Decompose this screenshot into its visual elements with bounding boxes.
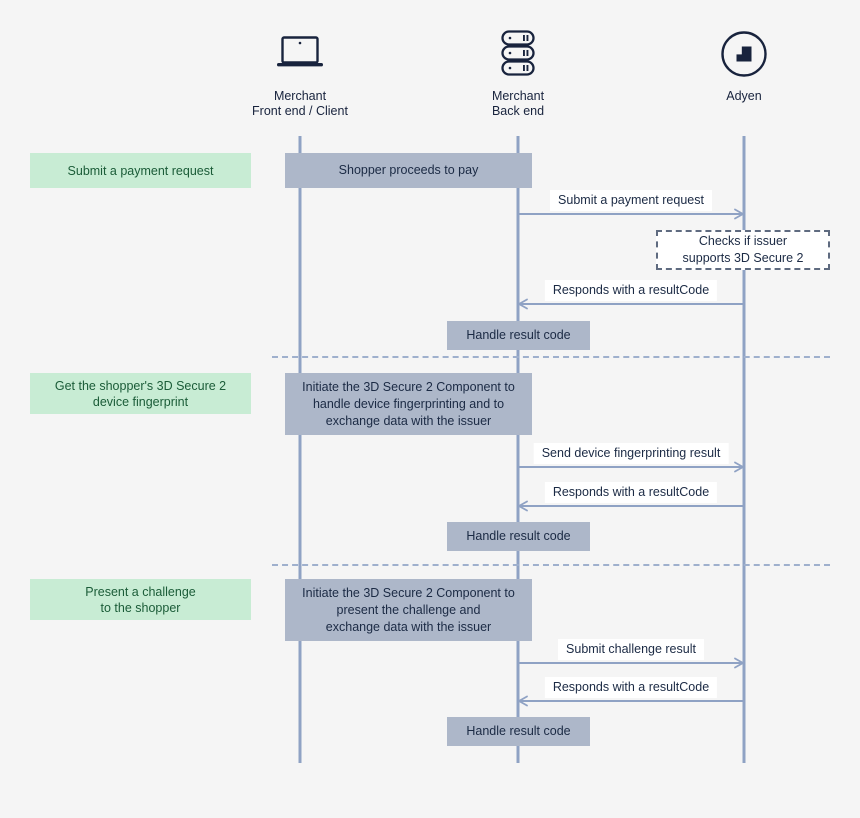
arrowhead-left-icon <box>517 695 529 707</box>
laptop-icon <box>200 28 400 80</box>
handle-result-code-2: Handle result code <box>447 522 590 551</box>
message-line-responds-with-a-resultcode-2 <box>518 505 744 507</box>
message-submit-a-payment-request: Submit a payment request <box>518 189 744 220</box>
message-line-responds-with-a-resultcode-3 <box>518 700 744 702</box>
note-checks-if-issuer-supports-3ds2: Checks if issuer supports 3D Secure 2 <box>656 230 830 270</box>
message-responds-with-a-resultcode-1: Responds with a resultCode <box>518 279 744 310</box>
separator-2 <box>272 564 830 566</box>
handle-result-code-3: Handle result code <box>447 717 590 746</box>
actor-adyen: Adyen <box>644 28 844 104</box>
actor-backend: Merchant Back end <box>418 28 618 119</box>
message-line-responds-with-a-resultcode-1 <box>518 303 744 305</box>
arrowhead-right-icon <box>733 657 745 669</box>
message-line-submit-a-payment-request <box>518 213 744 215</box>
message-label-responds-with-a-resultcode-1: Responds with a resultCode <box>544 280 718 301</box>
message-label-responds-with-a-resultcode-2: Responds with a resultCode <box>544 482 718 503</box>
arrowhead-right-icon <box>733 461 745 473</box>
adyen-logo-icon <box>644 28 844 80</box>
actor-frontend: Merchant Front end / Client <box>200 28 400 119</box>
separator-1 <box>272 356 830 358</box>
message-label-responds-with-a-resultcode-3: Responds with a resultCode <box>544 677 718 698</box>
message-label-submit-a-payment-request: Submit a payment request <box>550 190 712 211</box>
phase-caption-phase-submit-payment: Submit a payment request <box>30 153 251 188</box>
initiate-component-device-fingerprinting: Initiate the 3D Secure 2 Component to ha… <box>285 373 532 435</box>
message-line-send-device-fingerprinting-result <box>518 466 744 468</box>
arrowhead-right-icon <box>733 208 745 220</box>
server-stack-icon <box>418 28 618 80</box>
shopper-proceeds-to-pay: Shopper proceeds to pay <box>285 153 532 188</box>
handle-result-code-1: Handle result code <box>447 321 590 350</box>
actor-label-backend: Merchant Back end <box>491 89 545 118</box>
initiate-component-present-challenge: Initiate the 3D Secure 2 Component to pr… <box>285 579 532 641</box>
arrowhead-left-icon <box>517 500 529 512</box>
message-label-send-device-fingerprinting-result: Send device fingerprinting result <box>533 443 729 464</box>
message-submit-challenge-result: Submit challenge result <box>518 638 744 669</box>
lifeline-adyen <box>742 136 746 763</box>
actor-label-frontend: Merchant Front end / Client <box>252 89 348 118</box>
lifeline-backend <box>516 136 520 763</box>
message-responds-with-a-resultcode-2: Responds with a resultCode <box>518 481 744 512</box>
phase-caption-phase-device-fingerprint: Get the shopper's 3D Secure 2 device fin… <box>30 373 251 414</box>
actor-label-adyen: Adyen <box>726 89 762 103</box>
lifeline-frontend <box>298 136 302 763</box>
arrowhead-left-icon <box>517 298 529 310</box>
phase-caption-phase-present-challenge: Present a challenge to the shopper <box>30 579 251 620</box>
message-line-submit-challenge-result <box>518 662 744 664</box>
message-responds-with-a-resultcode-3: Responds with a resultCode <box>518 676 744 707</box>
message-label-submit-challenge-result: Submit challenge result <box>558 639 704 660</box>
message-send-device-fingerprinting-result: Send device fingerprinting result <box>518 442 744 473</box>
